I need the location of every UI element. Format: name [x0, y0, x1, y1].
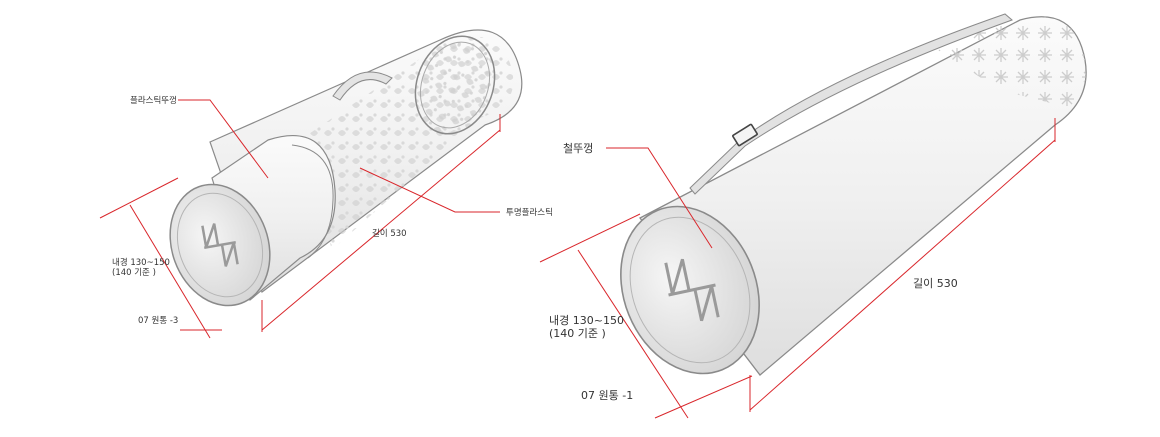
right-length-label: 길이 530: [913, 277, 958, 290]
left-diameter-dimension: [129, 204, 211, 339]
right-model-label: 07 원통 -1: [581, 389, 633, 402]
left-cap-leader: [178, 99, 269, 179]
right-tube: [620, 13, 1087, 376]
left-length-label: 길이 530: [372, 228, 407, 239]
right-cap-leader: [606, 147, 713, 249]
left-body-leader: [359, 167, 500, 213]
right-tube-strap: [689, 13, 1013, 195]
left-cap-label: 플라스틱뚜껑: [130, 95, 177, 106]
left-tube-open-end: [414, 35, 496, 135]
left-body-label: 투명플라스틱: [506, 207, 553, 218]
right-labels: 철뚜껑 길이 530 내경 130~150 (140 기준 ) 07 원통 -1: [549, 142, 958, 402]
left-annotations: [99, 99, 501, 339]
right-diameter-label: 내경 130~150: [549, 314, 624, 327]
left-diameter-label: 내경 130~150: [112, 257, 170, 268]
left-diameter-note: (140 기준 ): [112, 268, 156, 278]
nh-logo-emblem-icon: [201, 223, 239, 267]
right-tube-snowflake-pattern: [930, 16, 1086, 108]
left-tube-handle: [332, 71, 393, 101]
right-cap-label: 철뚜껑: [563, 142, 593, 155]
right-diameter-dimension: [577, 249, 689, 419]
left-model-label: 07 원통 -3: [138, 316, 178, 326]
left-tube: [169, 29, 523, 307]
nh-logo-emblem-icon: [664, 258, 720, 322]
right-annotations: [539, 118, 1056, 419]
right-length-dimension: [749, 139, 1056, 411]
left-labels: 플라스틱뚜껑 투명플라스틱 길이 530 내경 130~150 (140 기준 …: [112, 95, 553, 326]
right-diameter-note: (140 기준 ): [549, 327, 606, 340]
right-tube-strap-buckle: [732, 123, 758, 147]
left-length-dimension: [261, 129, 501, 331]
